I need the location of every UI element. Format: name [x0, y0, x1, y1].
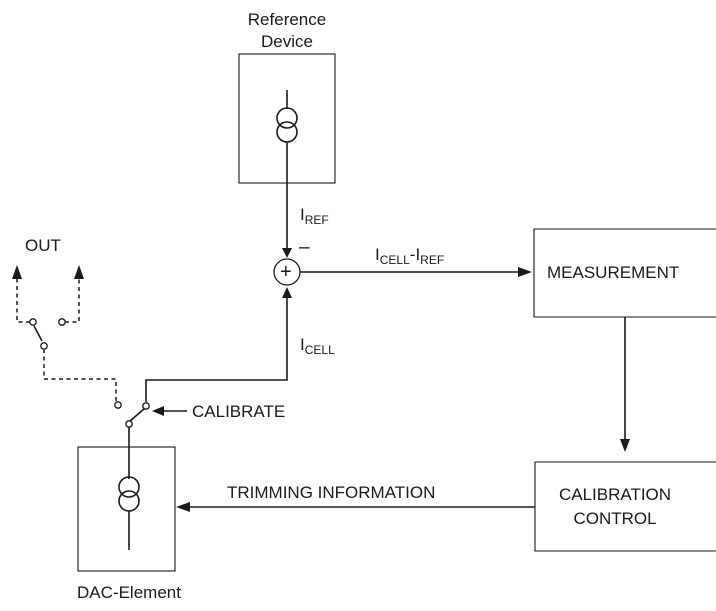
out-label: OUT [25, 236, 61, 255]
icell-label: ICELL [300, 335, 335, 357]
reference-current-source-icon [276, 90, 298, 160]
measurement-to-calibration-arrowhead [620, 439, 630, 452]
out-dashed-left [16, 275, 30, 323]
minus-sign: – [299, 237, 310, 258]
icell-arrowhead [282, 287, 292, 298]
calibrate-arrowhead [152, 406, 164, 416]
out-left-arrowhead [12, 265, 22, 279]
trimming-arrowhead [176, 502, 190, 512]
trimming-information-label: TRIMMING INFORMATION [227, 483, 436, 502]
out-dashed-right [65, 275, 80, 323]
measurement-label: MEASUREMENT [547, 263, 680, 282]
dac-element-label: DAC-Element [77, 583, 181, 602]
summing-node-plus: + [280, 261, 292, 283]
calibrate-switch [114, 401, 150, 428]
out-dashed-wire [43, 350, 117, 401]
out-switch [29, 318, 66, 350]
difference-arrowhead [518, 267, 532, 277]
difference-label: ICELL-IREF [375, 245, 445, 267]
dac-element-box [77, 446, 176, 572]
icell-wire [145, 298, 288, 402]
iref-label: IREF [300, 205, 329, 227]
calibrate-label: CALIBRATE [192, 402, 286, 421]
out-right-arrowhead [74, 265, 84, 279]
iref-arrowhead [282, 248, 292, 258]
dac-current-source-icon [118, 427, 140, 550]
